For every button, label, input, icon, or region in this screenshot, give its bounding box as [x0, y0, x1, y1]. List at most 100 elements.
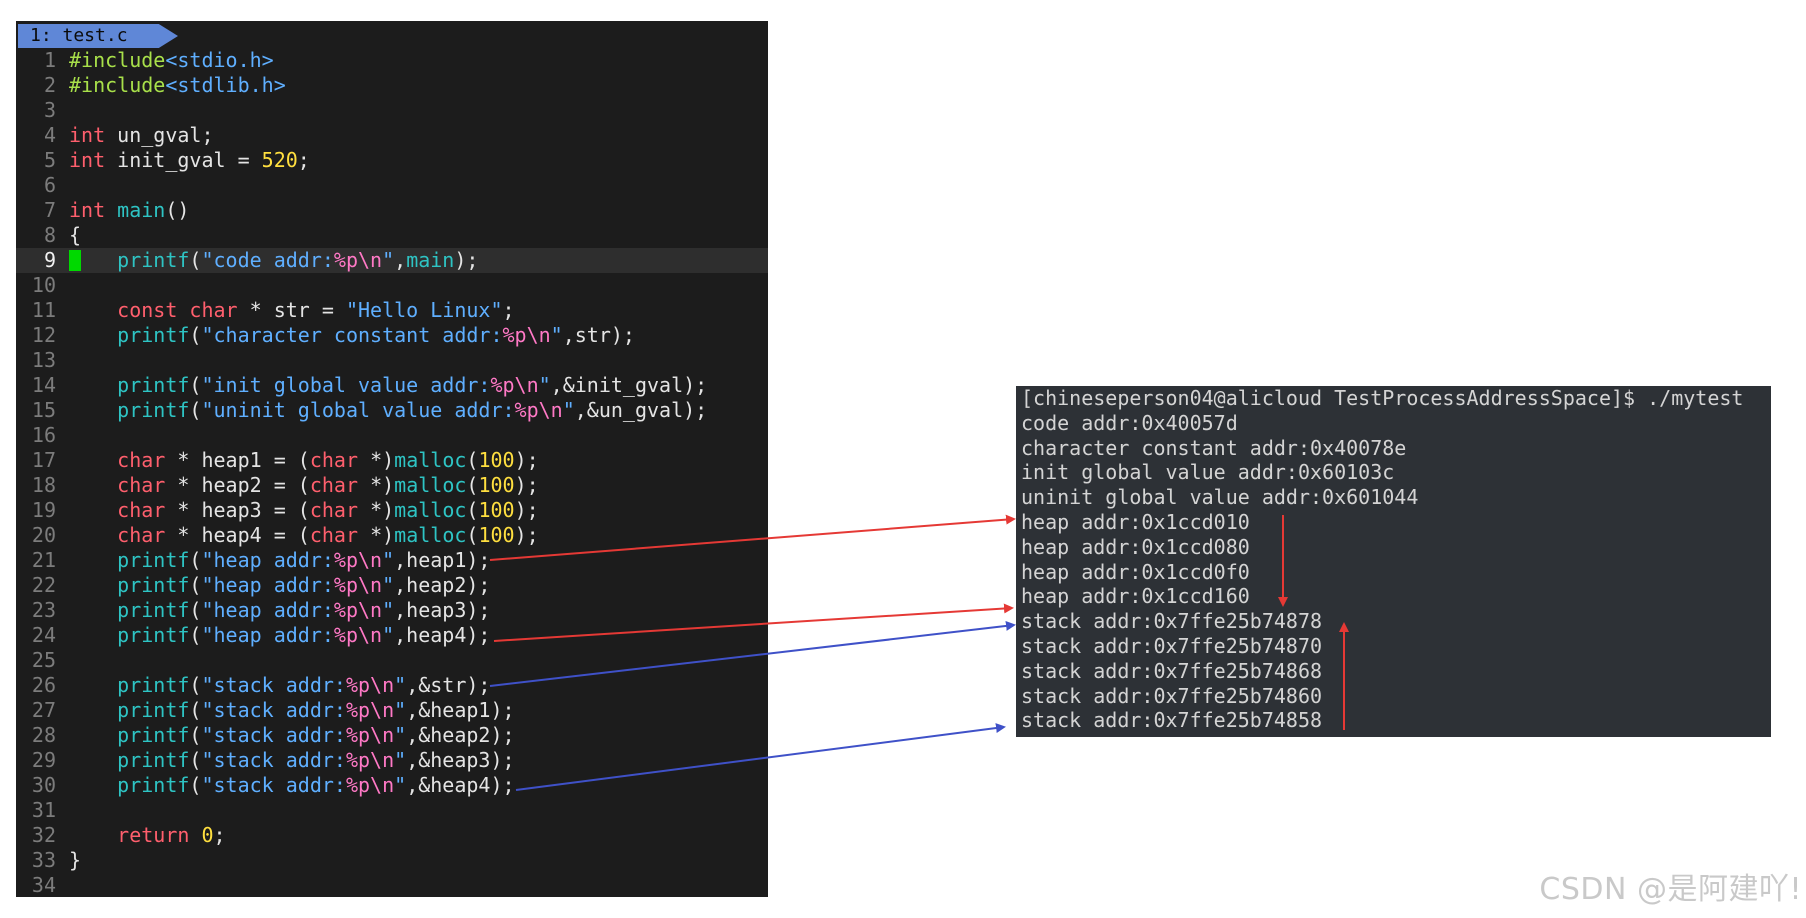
code-line[interactable]: 24 printf("heap addr:%p\n",heap4); — [16, 623, 768, 648]
code-token — [69, 573, 117, 597]
code-line[interactable]: 31 — [16, 798, 768, 823]
terminal-output-line: stack addr:0x7ffe25b74858 — [1021, 708, 1323, 733]
code-line[interactable]: 32 return 0; — [16, 823, 768, 848]
code-token — [69, 748, 117, 772]
terminal-output[interactable]: [chineseperson04@alicloud TestProcessAdd… — [1016, 386, 1771, 737]
code-line[interactable]: 11 const char * str = "Hello Linux"; — [16, 298, 768, 323]
code-token: ); — [454, 248, 479, 272]
line-number: 27 — [31, 698, 56, 722]
code-token: ,&heap4); — [406, 773, 515, 797]
code-token: char — [309, 473, 359, 497]
line-number: 9 — [43, 248, 56, 272]
code-token: *) — [370, 448, 395, 472]
code-token: ( — [189, 248, 202, 272]
code-line[interactable]: 8{ — [16, 223, 768, 248]
code-line[interactable]: 33} — [16, 848, 768, 873]
code-line[interactable]: 28 printf("stack addr:%p\n",&heap2); — [16, 723, 768, 748]
code-text: printf("heap addr:%p\n",heap2); — [69, 573, 490, 598]
code-token: char — [309, 523, 359, 547]
code-line[interactable]: 21 printf("heap addr:%p\n",heap1); — [16, 548, 768, 573]
code-token: printf — [117, 548, 190, 572]
code-token — [69, 523, 117, 547]
code-line[interactable]: 15 printf("uninit global value addr:%p\n… — [16, 398, 768, 423]
terminal-output-line: heap addr:0x1ccd160 — [1021, 584, 1250, 609]
terminal-prompt: [chineseperson04@alicloud TestProcessAdd… — [1021, 386, 1744, 410]
code-line[interactable]: 13 — [16, 348, 768, 373]
code-token — [69, 598, 117, 622]
code-token — [69, 323, 117, 347]
code-line[interactable]: 23 printf("heap addr:%p\n",heap3); — [16, 598, 768, 623]
code-token: char — [117, 523, 166, 547]
code-token: "stack addr: — [201, 673, 346, 697]
code-token — [69, 448, 117, 472]
code-line[interactable]: 22 printf("heap addr:%p\n",heap2); — [16, 573, 768, 598]
line-number: 28 — [31, 723, 56, 747]
code-line[interactable]: 17 char * heap1 = (char *)malloc(100); — [16, 448, 768, 473]
code-token: %p\n — [514, 398, 563, 422]
code-token: *) — [370, 498, 395, 522]
code-line[interactable]: 1#include<stdio.h> — [16, 48, 768, 73]
line-number: 25 — [31, 648, 56, 672]
line-number: 21 — [31, 548, 56, 572]
code-line[interactable]: 18 char * heap2 = (char *)malloc(100); — [16, 473, 768, 498]
code-token: #include — [69, 48, 166, 72]
code-text: printf("uninit global value addr:%p\n",&… — [69, 398, 707, 423]
code-editor[interactable]: 1: test.c 1#include<stdio.h>2#include<st… — [16, 21, 768, 897]
code-line[interactable]: 9 printf("code addr:%p\n",main); — [16, 248, 768, 273]
code-token: , — [394, 248, 407, 272]
tab-test-c[interactable]: 1: test.c — [18, 24, 178, 48]
code-line[interactable]: 14 printf("init global value addr:%p\n",… — [16, 373, 768, 398]
code-token: char — [117, 473, 166, 497]
code-token: printf — [117, 748, 190, 772]
code-token: int — [69, 198, 106, 222]
code-text: char * heap3 = (char *)malloc(100); — [69, 498, 539, 523]
code-token: "heap addr: — [201, 623, 334, 647]
code-token: printf — [117, 773, 190, 797]
code-token: <stdlib.h> — [165, 73, 286, 97]
code-text: printf("init global value addr:%p\n",&in… — [69, 373, 707, 398]
code-line[interactable]: 27 printf("stack addr:%p\n",&heap1); — [16, 698, 768, 723]
code-token: ( — [189, 723, 202, 747]
code-line[interactable]: 12 printf("character constant addr:%p\n"… — [16, 323, 768, 348]
code-line[interactable]: 29 printf("stack addr:%p\n",&heap3); — [16, 748, 768, 773]
code-token: ( — [189, 548, 202, 572]
code-token — [69, 473, 117, 497]
watermark: CSDN @是阿建吖! — [1539, 872, 1802, 907]
code-token — [69, 373, 117, 397]
code-token: %p\n — [333, 598, 383, 622]
code-line[interactable]: 6 — [16, 173, 768, 198]
code-line[interactable]: 20 char * heap4 = (char *)malloc(100); — [16, 523, 768, 548]
code-token: %p\n — [345, 723, 395, 747]
code-line[interactable]: 34 — [16, 873, 768, 897]
code-token: " — [382, 573, 395, 597]
code-line[interactable]: 16 — [16, 423, 768, 448]
code-token: main — [406, 248, 455, 272]
code-line[interactable]: 19 char * heap3 = (char *)malloc(100); — [16, 498, 768, 523]
line-number: 23 — [31, 598, 56, 622]
code-token: " — [562, 398, 575, 422]
code-text: printf("heap addr:%p\n",heap4); — [69, 623, 490, 648]
code-line[interactable]: 3 — [16, 98, 768, 123]
code-token: "character constant addr: — [201, 323, 503, 347]
code-line[interactable]: 25 — [16, 648, 768, 673]
code-token: ( — [189, 673, 202, 697]
code-token: printf — [117, 323, 190, 347]
code-line[interactable]: 10 — [16, 273, 768, 298]
code-token: " — [382, 623, 395, 647]
code-token: ); — [514, 523, 539, 547]
code-token: *) — [370, 473, 395, 497]
line-number: 2 — [43, 73, 56, 97]
code-token: %p\n — [345, 748, 395, 772]
code-line[interactable]: 2#include<stdlib.h> — [16, 73, 768, 98]
code-line[interactable]: 30 printf("stack addr:%p\n",&heap4); — [16, 773, 768, 798]
code-line[interactable]: 26 printf("stack addr:%p\n",&str); — [16, 673, 768, 698]
code-token: ,&un_gval); — [574, 398, 708, 422]
code-token: "uninit global value addr: — [201, 398, 515, 422]
terminal-output-line: heap addr:0x1ccd010 — [1021, 509, 1250, 534]
code-text: char * heap1 = (char *)malloc(100); — [69, 448, 539, 473]
line-number: 10 — [31, 273, 56, 297]
